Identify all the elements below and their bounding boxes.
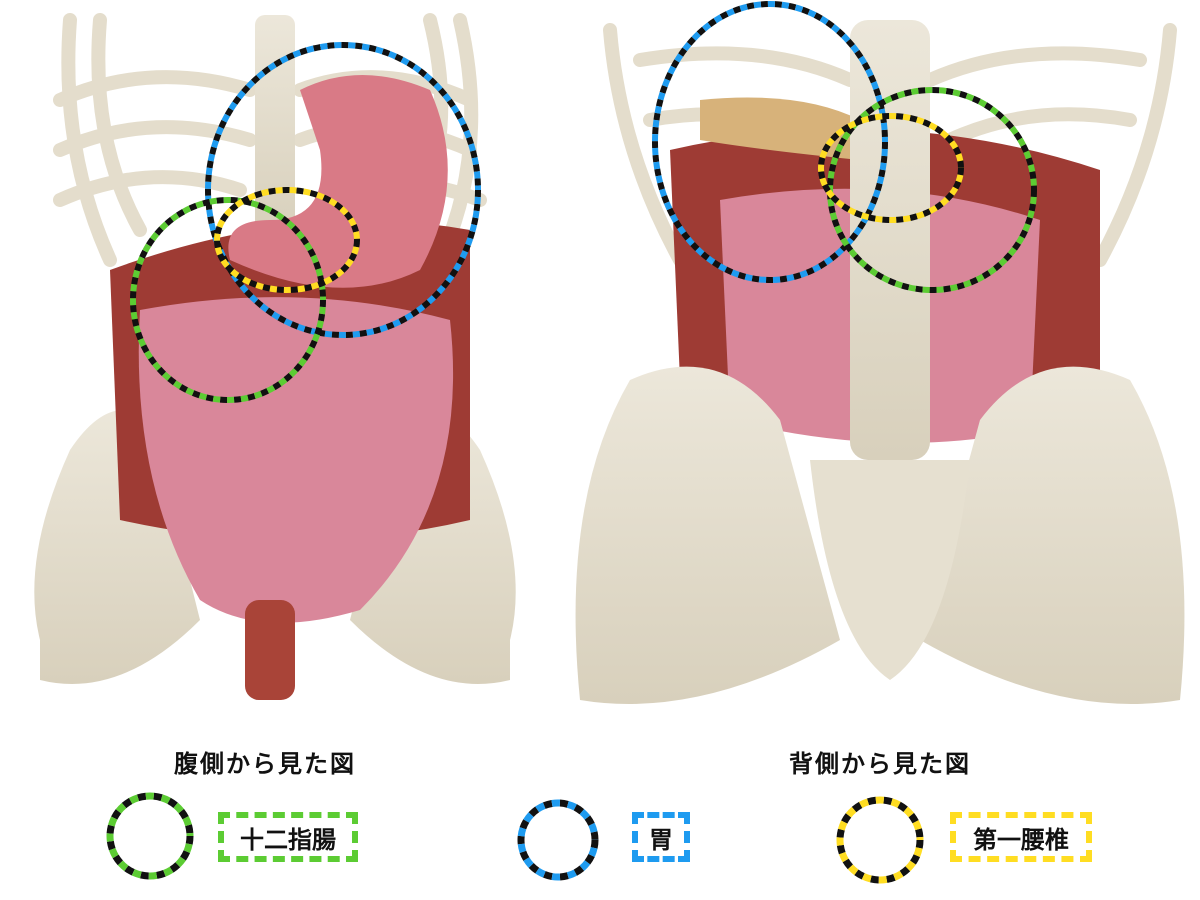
rectum — [245, 600, 295, 700]
highlight-l1-back — [818, 113, 964, 223]
highlight-l1-front — [214, 187, 360, 293]
legend-label-stomach: 胃 — [632, 812, 690, 862]
small-intestine — [138, 297, 454, 623]
back-view-title: 背側から見た図 — [789, 750, 971, 778]
legend-label-first-lumbar: 第一腰椎 — [950, 812, 1092, 862]
kidney-area — [700, 97, 860, 160]
legend-circle-l1 — [836, 796, 924, 884]
highlight-stomach-back — [652, 1, 888, 283]
pelvis-back-left — [575, 366, 840, 704]
highlight-stomach-front — [205, 42, 481, 338]
spine-back — [850, 20, 930, 460]
legend-circle-duodenum — [106, 792, 194, 880]
highlight-duodenum-front — [130, 197, 326, 403]
front-view-image — [34, 13, 516, 700]
pelvis-back-right — [920, 366, 1185, 704]
legend-circle-stomach — [517, 799, 599, 881]
back-view-image — [575, 20, 1185, 704]
legend-label-duodenum: 十二指腸 — [218, 812, 358, 862]
front-view-title: 腹側から見た図 — [174, 750, 356, 778]
stomach — [228, 75, 448, 288]
spine — [255, 15, 295, 235]
sacrum — [810, 460, 970, 680]
